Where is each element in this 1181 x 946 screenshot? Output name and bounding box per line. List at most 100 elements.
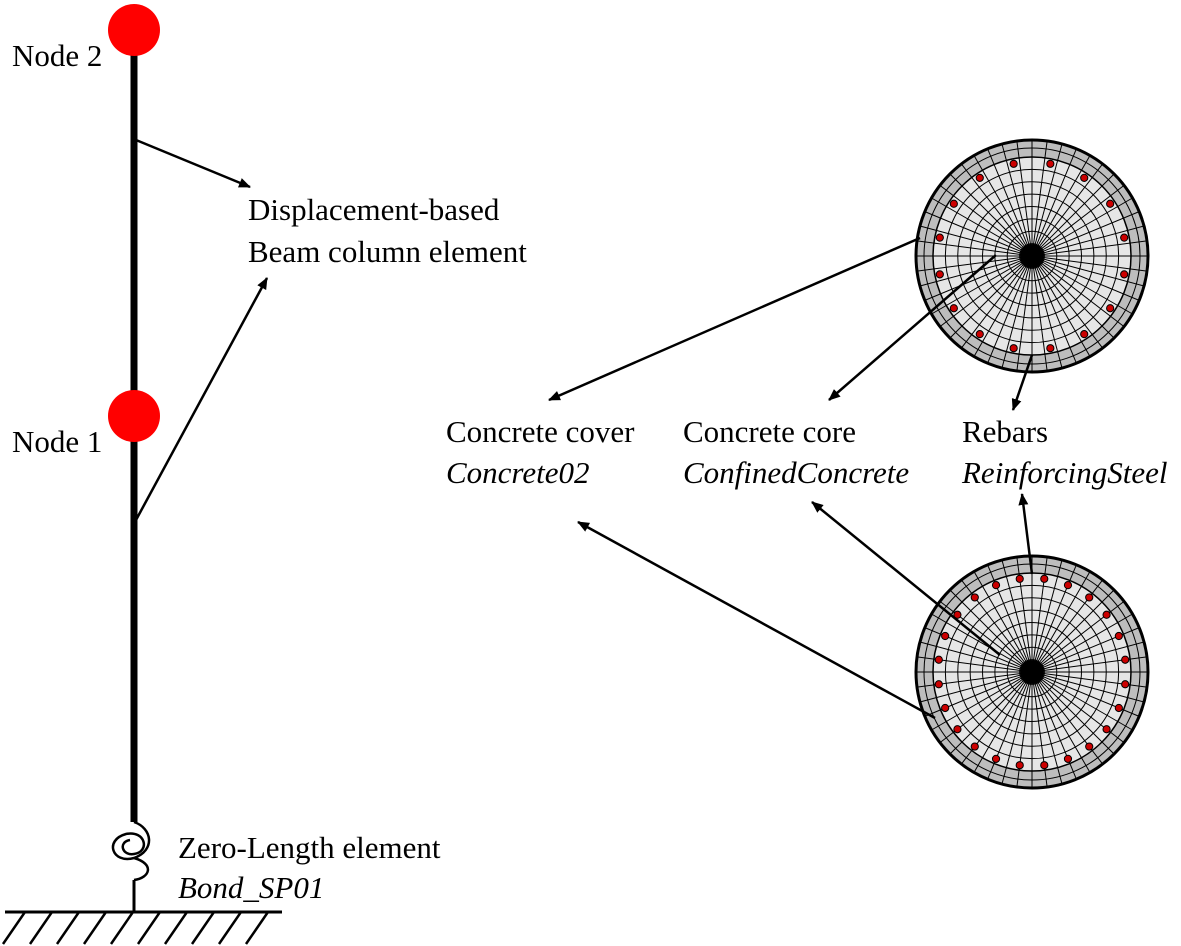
radial-fiber-line bbox=[1035, 256, 1145, 287]
beam-arrow-lower bbox=[134, 277, 269, 521]
radial-fiber-line bbox=[931, 197, 1029, 255]
radial-fiber-line bbox=[960, 258, 1030, 349]
rebar-fiber bbox=[1114, 703, 1123, 713]
rebar-fiber bbox=[1106, 304, 1115, 313]
rebar-fiber bbox=[1102, 725, 1111, 734]
radial-fiber-line bbox=[1033, 675, 1091, 773]
radial-fiber-line bbox=[1032, 140, 1048, 253]
radial-fiber-line bbox=[1035, 211, 1140, 255]
radial-fiber-line bbox=[949, 674, 1030, 755]
ground-hatch-line bbox=[1, 911, 27, 945]
radial-fiber-line bbox=[1001, 559, 1032, 669]
ground-hatch-line bbox=[217, 911, 243, 945]
radial-fiber-line bbox=[1033, 155, 1091, 253]
section-center bbox=[1020, 244, 1044, 268]
radial-fiber-line bbox=[973, 259, 1031, 357]
radial-fiber-line bbox=[916, 240, 1029, 256]
zero-length-spring-icon bbox=[111, 820, 151, 882]
radial-fiber-line bbox=[1035, 641, 1145, 672]
ground-hatch-line bbox=[28, 911, 54, 945]
rebar-fiber bbox=[1015, 574, 1024, 583]
rebar-fiber bbox=[1080, 330, 1089, 339]
rebar-fiber bbox=[949, 199, 958, 208]
rebar-fiber bbox=[975, 173, 984, 182]
radial-fiber-line bbox=[919, 641, 1029, 672]
rebar-fiber bbox=[1009, 159, 1018, 168]
rebar-fiber bbox=[941, 703, 950, 713]
concrete-cover-label: Concrete cover bbox=[446, 414, 635, 449]
radial-fiber-line bbox=[1016, 259, 1032, 372]
radial-fiber-line bbox=[1035, 257, 1140, 301]
rebar-fiber bbox=[1102, 610, 1111, 619]
radial-fiber-line bbox=[1032, 675, 1063, 785]
cover-arrow-top bbox=[548, 236, 921, 402]
radial-fiber-line bbox=[1034, 589, 1115, 670]
concrete-core-material: ConfinedConcrete bbox=[683, 455, 909, 490]
radial-fiber-line bbox=[1034, 258, 1115, 339]
rebar-fiber bbox=[1106, 199, 1115, 208]
node-2-marker bbox=[108, 4, 160, 56]
rebar-fiber bbox=[1085, 742, 1094, 751]
radial-fiber-line bbox=[1035, 673, 1133, 731]
ground-hatch-line bbox=[244, 911, 270, 945]
rebar-fiber bbox=[934, 655, 943, 664]
radial-fiber-line bbox=[939, 258, 1030, 328]
rebar-fiber bbox=[1015, 761, 1024, 770]
concrete-core-label: Concrete core bbox=[683, 414, 856, 449]
radial-fiber-line bbox=[1035, 240, 1148, 256]
fiber-section-bottom bbox=[914, 554, 1150, 790]
ground-hatch-line bbox=[109, 911, 135, 945]
rebar-fiber bbox=[975, 330, 984, 339]
radial-fiber-line bbox=[924, 211, 1029, 255]
concrete-cover-material: Concrete02 bbox=[446, 455, 589, 490]
radial-fiber-line bbox=[973, 155, 1031, 253]
radial-fiber-line bbox=[1016, 140, 1032, 253]
beam-element-label-line2: Beam column element bbox=[248, 234, 527, 269]
radial-fiber-line bbox=[973, 571, 1031, 669]
ground-hatch-line bbox=[136, 911, 162, 945]
radial-fiber-line bbox=[931, 613, 1029, 671]
radial-fiber-line bbox=[919, 256, 1029, 287]
radial-fiber-line bbox=[939, 184, 1030, 254]
radial-fiber-line bbox=[1032, 259, 1048, 372]
ground-hatch-line bbox=[163, 911, 189, 945]
radial-fiber-line bbox=[919, 672, 1029, 703]
fixed-support bbox=[1, 910, 282, 945]
rebar-fiber bbox=[953, 610, 962, 619]
rebar-fiber bbox=[1120, 233, 1129, 242]
rebar-fiber bbox=[941, 631, 950, 641]
rebar-fiber bbox=[953, 725, 962, 734]
beam-arrow-upper bbox=[135, 138, 251, 189]
rebar-fiber bbox=[1120, 270, 1129, 279]
section-center bbox=[1020, 660, 1044, 684]
core-arrow-bottom bbox=[811, 501, 1001, 656]
rebar-arrow-top bbox=[1011, 354, 1034, 411]
core-arrow-top bbox=[828, 254, 997, 401]
radial-fiber-line bbox=[1033, 571, 1091, 669]
radial-fiber-line bbox=[1033, 148, 1077, 253]
radial-fiber-line bbox=[1034, 258, 1104, 349]
radial-fiber-line bbox=[931, 673, 1029, 731]
zero-length-material: Bond_SP01 bbox=[178, 870, 324, 905]
radial-fiber-line bbox=[1032, 143, 1063, 253]
rebar-fiber bbox=[1009, 344, 1018, 353]
rebar-arrow-bottom bbox=[1018, 493, 1034, 575]
rebar-fiber bbox=[970, 742, 979, 751]
radial-fiber-line bbox=[1032, 559, 1063, 669]
radial-fiber-line bbox=[1035, 197, 1133, 255]
rebar-fiber bbox=[970, 593, 979, 602]
radial-fiber-line bbox=[1034, 184, 1125, 254]
rebar-fiber bbox=[1040, 574, 1049, 583]
rebar-fiber bbox=[1063, 754, 1073, 763]
fiber-section-top bbox=[914, 138, 1150, 374]
node-1-marker bbox=[108, 390, 160, 442]
ground-hatch-line bbox=[82, 911, 108, 945]
radial-fiber-line bbox=[1034, 173, 1115, 254]
radial-fiber-line bbox=[973, 675, 1031, 773]
rebar-fiber bbox=[1063, 581, 1073, 590]
ground-hatching bbox=[1, 911, 270, 945]
rebar-fiber bbox=[1121, 680, 1130, 689]
radial-fiber-line bbox=[1032, 259, 1063, 369]
beam-element-label-line1: Displacement-based bbox=[248, 192, 500, 227]
rebar-fiber bbox=[1080, 173, 1089, 182]
